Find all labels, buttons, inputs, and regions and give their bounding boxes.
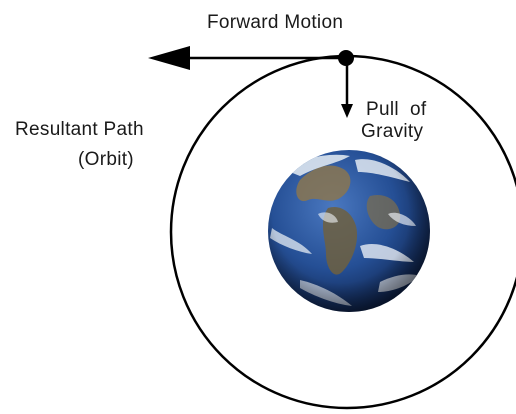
orbit-label: (Orbit) [78,149,134,171]
forward-motion-arrow [148,46,346,70]
resultant-path-label: Resultant Path [15,119,144,141]
satellite-dot-icon [338,50,354,66]
gravity-arrow [341,60,353,118]
gravity-label: Gravity [361,121,423,143]
earth-icon [268,150,430,312]
pull-of-label: Pull of [366,99,427,121]
forward-motion-label: Forward Motion [207,12,343,34]
